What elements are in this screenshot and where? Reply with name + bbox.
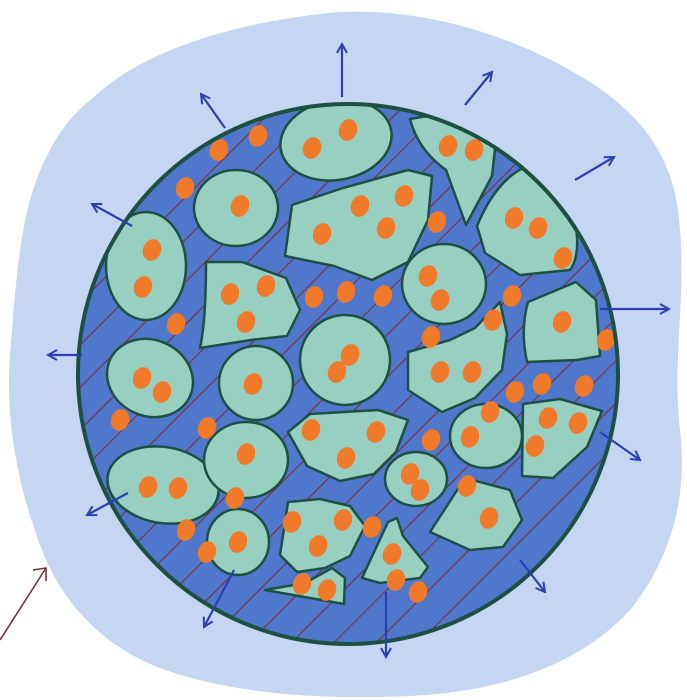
- pointer-line: [0, 568, 46, 640]
- grain-round: [402, 244, 486, 324]
